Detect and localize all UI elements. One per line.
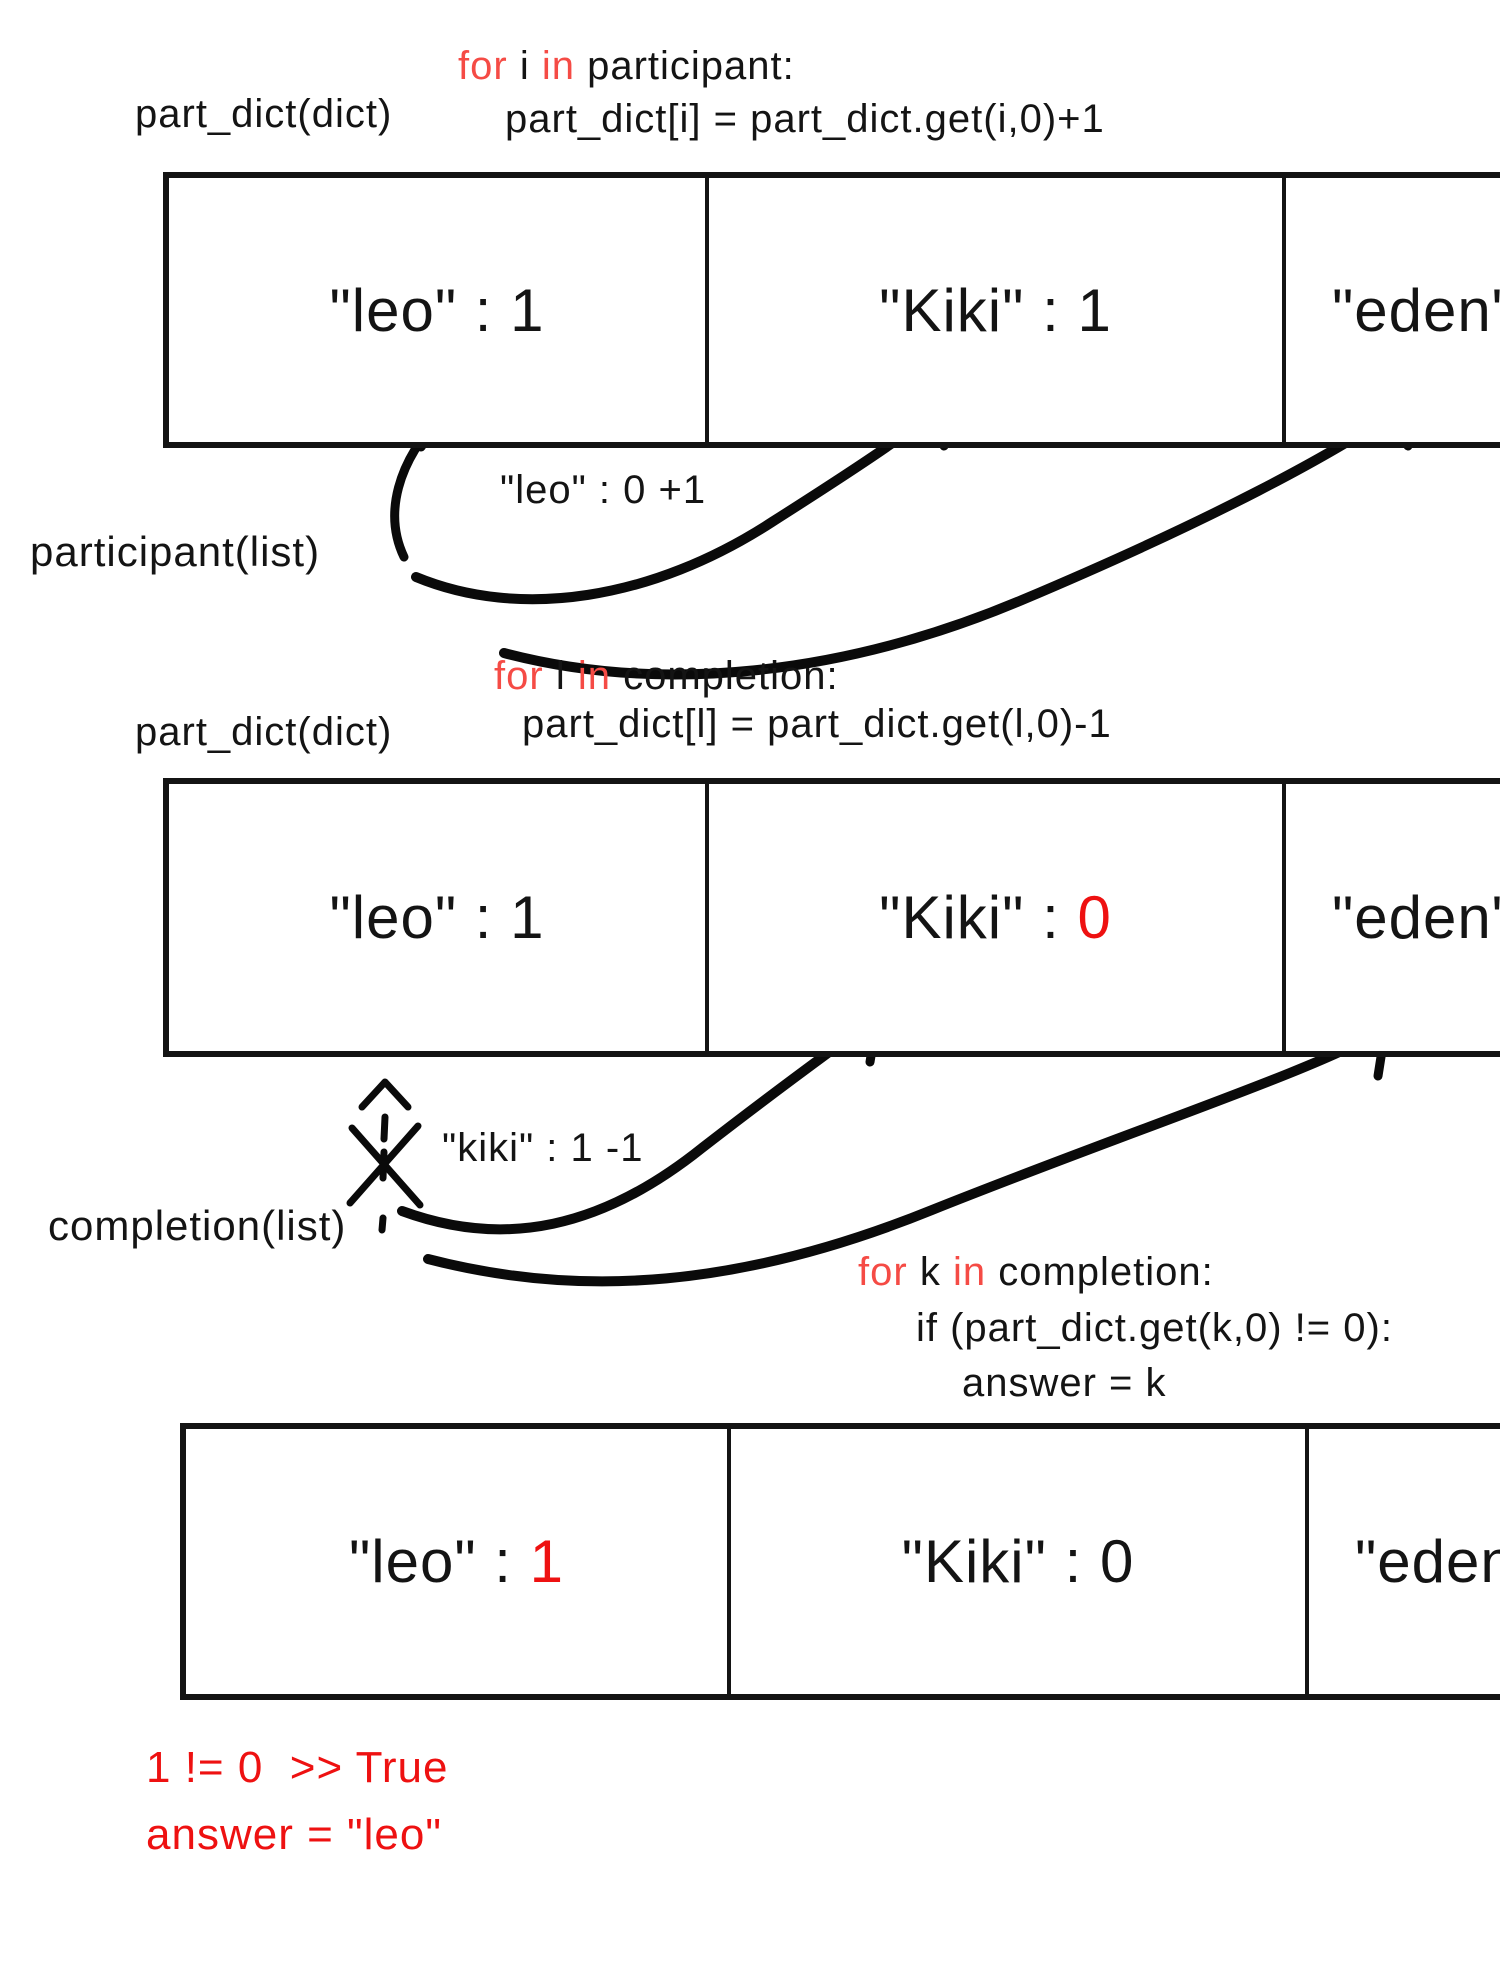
part-dict-label-step1: part_dict(dict) [135,92,393,136]
loop-iterable: completion: [623,654,839,698]
entry-value: 1 [529,1528,565,1595]
increment-code-line: part_dict[i] = part_dict.get(i,0)+1 [505,97,1105,141]
crossed-out-dashed-arrow [346,1078,424,1234]
entry-value: 1 [510,884,545,951]
keyword-for: for [858,1250,908,1294]
participant-list-label: participant(list) [30,528,321,575]
loop-variable: i [519,44,530,88]
keyword-in: in [952,1250,987,1294]
result-answer-text: answer = "leo" [146,1810,442,1859]
part-dict-table-step1: "leo" : 1 "Kiki" : 1 "eden" [163,172,1500,448]
entry-value: 0 [1077,884,1112,951]
loop-iterable: participant: [587,44,795,88]
if-condition-line: if (part_dict.get(k,0) != 0): [916,1306,1393,1350]
dict-entry-leo: "leo" : 1 [348,1528,565,1595]
part-dict-label-step2: part_dict(dict) [135,710,393,754]
entry-value: 1 [510,276,545,344]
dict-entry-eden: "eden" [1305,1429,1500,1694]
part-dict-table-step3: "leo" : 1 "Kiki" : 0 "eden" [180,1423,1500,1700]
entry-value: 0 [1099,1528,1135,1595]
loop-iterable: completion: [998,1250,1214,1294]
dict-entry-leo: "leo" : 1 [329,884,545,951]
part-dict-table-step2: "leo" : 1 "Kiki" : 0 "eden" [163,778,1500,1057]
dashed-arrow-caret-icon [358,1078,412,1111]
keyword-in: in [577,654,611,698]
decrement-code-line: part_dict[l] = part_dict.get(l,0)-1 [522,702,1112,746]
loop-statement-answer: for k in completion: [858,1250,1214,1294]
dict-entry-kiki: "Kiki" : 0 [705,784,1282,1051]
annotation-kiki-decrement: "kiki" : 1 -1 [442,1126,644,1170]
dict-entry-kiki: "Kiki" : 0 [727,1429,1305,1694]
keyword-for: for [458,44,508,88]
annotation-leo-increment: "leo" : 0 +1 [500,468,707,512]
x-cross-icon [346,1122,422,1207]
loop-statement-completion: for l in completion: [494,654,839,698]
loop-variable: l [555,654,566,698]
dict-entry-eden: "eden" [1282,784,1500,1051]
dict-entry-leo: "leo" : 1 [329,276,545,344]
keyword-for: for [494,654,544,698]
entry-value: 1 [1077,276,1112,344]
x-cross-icon [348,1124,424,1209]
loop-variable: k [919,1250,941,1294]
keyword-in: in [541,44,575,88]
loop-statement-participant: for i in participant: [458,44,795,88]
dict-entry-kiki: "Kiki" : 1 [705,178,1282,442]
dict-entry-eden: "eden" [1282,178,1500,442]
completion-list-label: completion(list) [48,1202,347,1249]
result-comparison-text: 1 != 0 >> True [146,1743,449,1792]
answer-assignment-line: answer = k [962,1361,1167,1405]
